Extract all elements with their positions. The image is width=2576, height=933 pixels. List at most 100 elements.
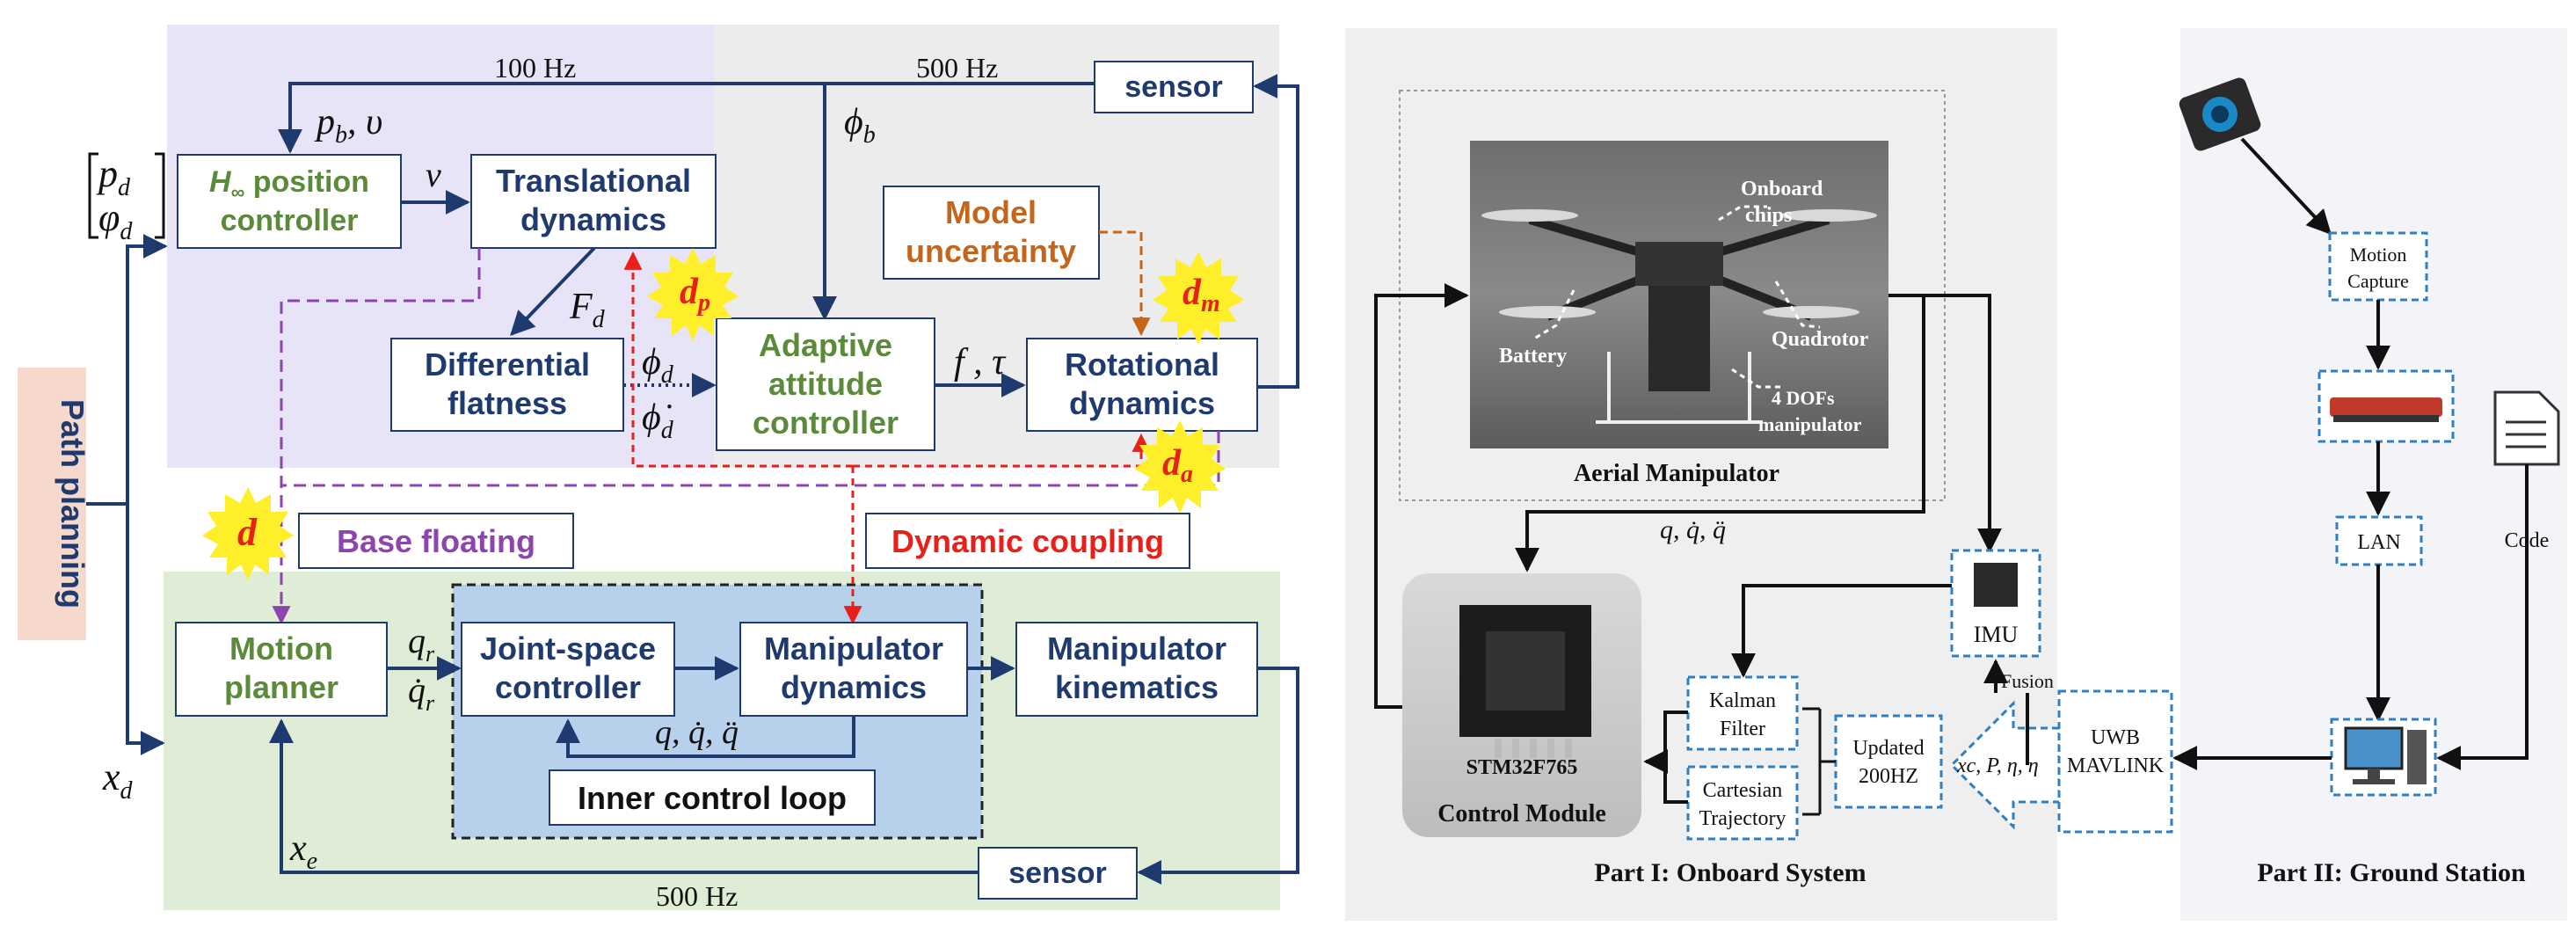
svg-text:UWB: UWB bbox=[2091, 726, 2140, 749]
hinf-controller-box bbox=[177, 154, 402, 249]
svg-text:ϕ̇d: ϕ̇d bbox=[642, 397, 674, 444]
svg-text:kinematics: kinematics bbox=[1055, 669, 1219, 705]
camera-icon bbox=[2179, 77, 2261, 151]
svg-text:Capture: Capture bbox=[2347, 270, 2409, 292]
svg-text:Base floating: Base floating bbox=[337, 523, 535, 559]
svg-text:uncertainty: uncertainty bbox=[906, 233, 1076, 269]
svg-text:Differential: Differential bbox=[425, 346, 590, 383]
router-icon bbox=[2330, 397, 2442, 422]
svg-text:Filter: Filter bbox=[1720, 718, 1765, 740]
updated-rate-box bbox=[1834, 714, 1943, 809]
disturbance-dp: dp bbox=[647, 248, 739, 341]
svg-text:Manipulator: Manipulator bbox=[764, 631, 943, 667]
svg-text:dynamics: dynamics bbox=[781, 669, 927, 705]
part1-title: Part I: Onboard System bbox=[1594, 858, 1866, 887]
svg-text:flatness: flatness bbox=[448, 385, 567, 421]
svg-text:ϕd: ϕd bbox=[642, 342, 674, 389]
svg-text:Quadrotor: Quadrotor bbox=[1772, 328, 1869, 351]
starburst-icon bbox=[202, 487, 294, 580]
svg-text:controller: controller bbox=[753, 405, 899, 441]
starburst-icon bbox=[647, 248, 739, 341]
svg-text:Manipulator: Manipulator bbox=[1047, 631, 1226, 667]
svg-text:qr: qr bbox=[408, 621, 435, 667]
joint-space-controller-box bbox=[461, 622, 675, 717]
svg-text:φd: φd bbox=[98, 196, 133, 245]
svg-text:q, q̇, q̈: q, q̇, q̈ bbox=[655, 714, 739, 751]
starburst-icon bbox=[1134, 420, 1226, 514]
manipulator-kinematics-box bbox=[1015, 622, 1258, 717]
svg-text:Battery: Battery bbox=[1499, 345, 1567, 368]
path-planning-label: Path planning bbox=[55, 399, 91, 609]
disturbance-da: da bbox=[1134, 420, 1226, 514]
motion-capture-box bbox=[2328, 231, 2428, 302]
svg-text:Fusion: Fusion bbox=[2001, 670, 2054, 692]
disturbance-dm: dm bbox=[1153, 251, 1244, 345]
control-diagram: Path planning pd φd xd 100 Hz 500 Hz pb,… bbox=[18, 25, 1299, 912]
svg-text:Trajectory: Trajectory bbox=[1699, 807, 1786, 830]
svg-text:Motion: Motion bbox=[2350, 244, 2407, 266]
svg-text:100 Hz: 100 Hz bbox=[494, 52, 576, 84]
svg-text:xd: xd bbox=[102, 755, 134, 805]
svg-text:Joint-space: Joint-space bbox=[480, 631, 656, 667]
svg-text:attitude: attitude bbox=[768, 366, 883, 402]
svg-text:dynamics: dynamics bbox=[520, 201, 666, 237]
motion-planner-box bbox=[175, 622, 388, 717]
document-icon bbox=[2493, 390, 2560, 466]
svg-text:pb, υ: pb, υ bbox=[314, 102, 382, 149]
svg-text:ν: ν bbox=[426, 155, 441, 194]
uwb-box bbox=[2057, 689, 2173, 834]
svg-text:q, q̇, q̈: q, q̇, q̈ bbox=[1660, 515, 1726, 544]
svg-text:q̇r: q̇r bbox=[408, 670, 435, 716]
part2-title: Part II: Ground Station bbox=[2257, 858, 2526, 887]
base-floating-box bbox=[298, 513, 574, 569]
svg-text:da: da bbox=[1162, 443, 1193, 488]
svg-text:pd: pd bbox=[96, 152, 131, 201]
svg-text:Kalman: Kalman bbox=[1709, 689, 1776, 712]
disturbance-d: d bbox=[202, 487, 294, 580]
svg-text:Model: Model bbox=[945, 194, 1037, 230]
svg-text:manipulator: manipulator bbox=[1758, 413, 1862, 435]
svg-text:controller: controller bbox=[221, 204, 359, 237]
svg-text:Control Module: Control Module bbox=[1437, 800, 1606, 827]
adaptive-controller-box bbox=[716, 317, 935, 451]
svg-text:xe: xe bbox=[289, 828, 317, 875]
sensor-top-label: sensor bbox=[1124, 70, 1223, 104]
sensor-bottom-box bbox=[978, 847, 1138, 900]
svg-text:Fd: Fd bbox=[569, 287, 606, 333]
state-arrow bbox=[1949, 700, 2061, 830]
svg-text:dm: dm bbox=[1182, 273, 1220, 317]
svg-text:H∞ position: H∞ position bbox=[209, 165, 369, 203]
svg-text:controller: controller bbox=[495, 669, 641, 705]
board-icon bbox=[1459, 605, 1591, 758]
chip-icon bbox=[1974, 563, 2018, 607]
svg-text:chips: chips bbox=[1745, 204, 1792, 227]
svg-text:200HZ: 200HZ bbox=[1859, 765, 1918, 788]
input-vector: pd φd bbox=[88, 152, 165, 245]
path-planning-box bbox=[18, 368, 86, 640]
part2-ground-station: Motion Capture LAN Code Part II: Ground bbox=[2172, 28, 2567, 921]
sensor-bottom-label: sensor bbox=[1008, 856, 1107, 890]
svg-text:500 Hz: 500 Hz bbox=[916, 52, 998, 84]
translational-dynamics-box bbox=[470, 154, 717, 249]
svg-text:d: d bbox=[237, 511, 258, 554]
svg-text:IMU: IMU bbox=[1974, 622, 2019, 647]
svg-text:Motion: Motion bbox=[229, 631, 333, 667]
svg-text:Onboard: Onboard bbox=[1741, 178, 1823, 200]
svg-text:Updated: Updated bbox=[1852, 737, 1924, 760]
svg-text:MAVLINK: MAVLINK bbox=[2067, 754, 2165, 777]
differential-flatness-box bbox=[390, 338, 624, 432]
sensor-top-box bbox=[1094, 61, 1254, 113]
aerial-manipulator-photo: Onboard chips Battery Quadrotor 4 DOFs m… bbox=[1470, 141, 1888, 448]
part1-onboard-system: Onboard chips Battery Quadrotor 4 DOFs m… bbox=[1345, 28, 2173, 921]
svg-text:Rotational: Rotational bbox=[1065, 346, 1219, 383]
svg-text:planner: planner bbox=[224, 669, 338, 705]
cartesian-trajectory-box bbox=[1686, 765, 1799, 841]
svg-text:Cartesian: Cartesian bbox=[1703, 779, 1783, 802]
svg-text:500 Hz: 500 Hz bbox=[656, 880, 738, 912]
aerial-manipulator-caption: Aerial Manipulator bbox=[1574, 460, 1779, 487]
svg-text:Adaptive: Adaptive bbox=[759, 327, 892, 363]
svg-text:Dynamic coupling: Dynamic coupling bbox=[891, 523, 1164, 559]
svg-text:f , τ: f , τ bbox=[954, 342, 1007, 383]
svg-text:ϕb: ϕb bbox=[844, 102, 876, 149]
